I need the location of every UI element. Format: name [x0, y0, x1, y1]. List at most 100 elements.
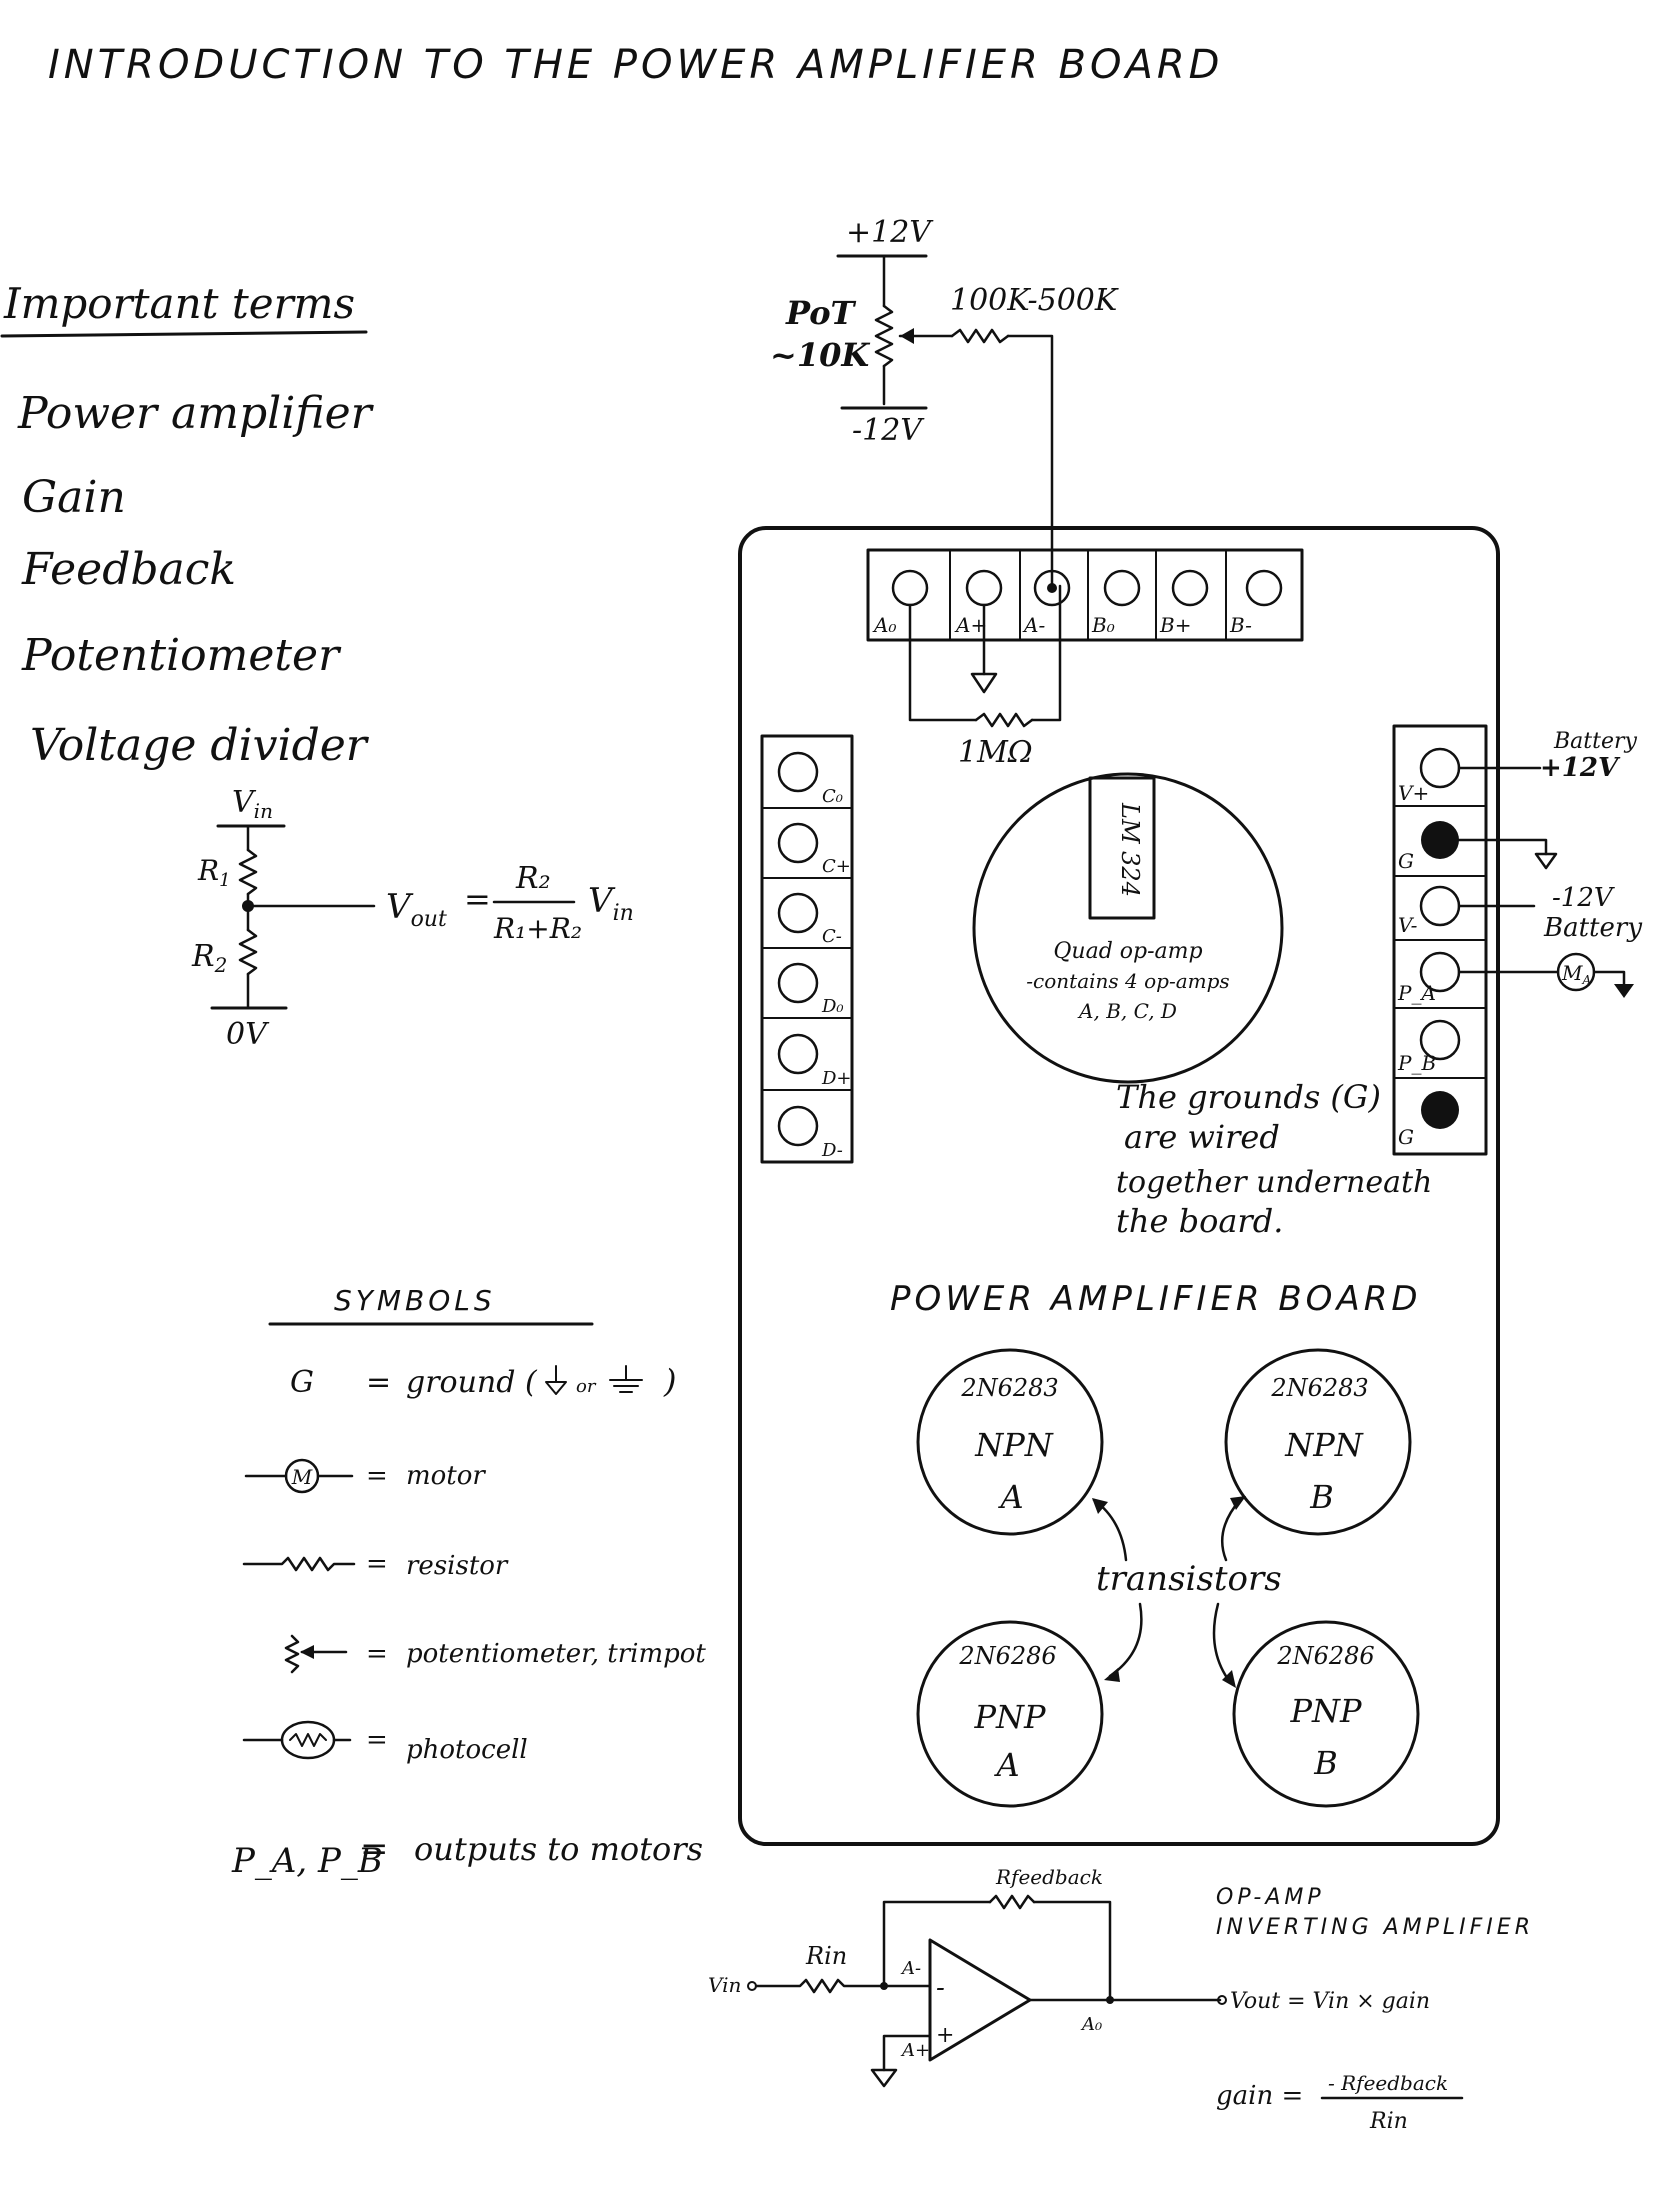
gain-numerator: - Rfeedback — [1328, 2071, 1448, 2095]
arrow-to-npn-a-head — [1092, 1498, 1108, 1514]
divider-r2-resistor — [238, 928, 258, 976]
terminal-c-plus[interactable] — [777, 822, 819, 864]
transistor-pnp-a-part: 2N6286 — [958, 1642, 1056, 1670]
terminal-b-plus[interactable] — [1171, 569, 1209, 607]
transistors-label: transistors — [1096, 1559, 1282, 1599]
pot-series-resistor — [950, 328, 1010, 344]
motor-wire-right — [1592, 970, 1626, 986]
symbol-photocell-desc: photocell — [406, 1735, 528, 1765]
transistor-npn-b-part: 2N6283 — [1270, 1374, 1368, 1402]
divider-vin-label: Vin — [232, 785, 273, 823]
terminal-pb[interactable] — [1419, 1019, 1461, 1061]
transistor-pnp-a-type: PNP — [973, 1698, 1046, 1736]
pot-name: PoT — [785, 294, 857, 332]
terms-heading-underline — [0, 330, 368, 338]
opamp-feedback-wire-right — [1032, 1900, 1112, 2002]
terminal-v-minus[interactable] — [1419, 885, 1461, 927]
transistor-npn-a-part: 2N6283 — [960, 1374, 1058, 1402]
divider-formula-equals: = — [464, 880, 491, 918]
label-b-minus: B- — [1229, 613, 1252, 637]
label-ground-1: G — [1398, 849, 1414, 873]
page-title: INTRODUCTION TO THE POWER AMPLIFIER BOAR… — [48, 42, 1223, 88]
symbol-pot-icon — [284, 1634, 300, 1674]
opamp-feedback-wire-left — [882, 1900, 992, 1988]
symbol-pot-desc: potentiometer, trimpot — [406, 1639, 706, 1669]
opamp-vin-label: Vin — [708, 1973, 741, 1997]
label-ground-2: G — [1398, 1125, 1414, 1149]
term-feedback: Feedback — [21, 544, 236, 595]
terminal-d-plus[interactable] — [777, 1033, 819, 1075]
left-terminal-block: C₀ C+ C- D₀ D+ D- — [760, 734, 854, 1164]
a-plus-ground-icon — [970, 672, 998, 694]
terminal-ground-2[interactable] — [1421, 1091, 1459, 1129]
label-d-plus: D+ — [821, 1068, 852, 1089]
pot-circuit: +12V -12V PoT ~10K 100K-500K — [770, 215, 1119, 588]
terminal-a-minus[interactable] — [1033, 569, 1071, 607]
terminal-d-minus[interactable] — [777, 1105, 819, 1147]
terminal-b-minus[interactable] — [1245, 569, 1283, 607]
opamp-title-1: OP-AMP — [1216, 1885, 1325, 1910]
arrow-to-npn-b — [1220, 1498, 1242, 1562]
label-pb: P_B — [1397, 1051, 1436, 1075]
symbol-motor-eq: = — [366, 1461, 388, 1491]
arrow-to-npn-b-head — [1230, 1496, 1246, 1510]
label-c-plus: C+ — [822, 856, 851, 877]
opamp-vout-terminal — [1217, 1995, 1227, 2005]
terminal-a0[interactable] — [891, 569, 929, 607]
transistor-pnp-b-letter: B — [1313, 1744, 1338, 1782]
chip-desc-3: A, B, C, D — [1077, 999, 1177, 1023]
chip-name: LM 324 — [1116, 802, 1144, 897]
ground-paren-close: ) — [663, 1362, 676, 1400]
gain-denominator: Rin — [1369, 2109, 1408, 2134]
chip-circle — [972, 772, 1284, 1084]
label-c-minus: C- — [822, 926, 842, 947]
transistor-pnp-a-letter: A — [993, 1746, 1019, 1784]
terminal-ground-1[interactable] — [1421, 821, 1459, 859]
terminal-b0[interactable] — [1103, 569, 1141, 607]
label-v-minus: V- — [1398, 913, 1418, 937]
pot-series-resistor-label: 100K-500K — [950, 283, 1119, 318]
voltage-divider-diagram: Vin R1 R2 0V Vout = R₂ R₁+R₂ Vin — [191, 785, 634, 1052]
opamp-rin-resistor — [754, 1978, 886, 1994]
top-terminal-block: A₀ A+ A- B₀ B+ B- 1MΩ — [866, 548, 1304, 770]
transistor-pnp-b-type: PNP — [1289, 1692, 1362, 1730]
label-b0: B₀ — [1091, 613, 1115, 637]
pot-plus-label: +12V — [846, 215, 934, 250]
symbol-photocell-resistor — [289, 1733, 327, 1747]
terminal-c0[interactable] — [777, 751, 819, 793]
opamp-rfeedback-resistor — [988, 1894, 1036, 1910]
opamp-ground-icon — [870, 2068, 898, 2088]
divider-r1-resistor — [238, 848, 258, 896]
pot-wire-to-board — [1006, 334, 1054, 588]
opamp-aminus-label: A- — [900, 1958, 921, 1979]
arrow-to-pnp-b-head — [1222, 1670, 1236, 1688]
pot-connection-dot — [1047, 583, 1057, 593]
opamp-plus-sign: + — [936, 2023, 954, 2048]
transistor-npn-b — [1224, 1348, 1412, 1536]
symbol-outputs-eq: = — [360, 1829, 389, 1869]
right-terminal-block: V+ G V- P_A P_B G Battery +12V -12V Batt… — [1392, 724, 1642, 1156]
pot-wiper-arrowhead — [900, 328, 914, 344]
symbol-resistor-eq: = — [366, 1549, 388, 1579]
label-a-minus: A- — [1022, 613, 1045, 637]
feedback-wire-left — [908, 603, 978, 722]
terminal-c-minus[interactable] — [777, 892, 819, 934]
term-gain: Gain — [22, 472, 126, 523]
feedback-resistor-label: 1MΩ — [958, 735, 1033, 770]
battery-minus-label: Battery — [1543, 913, 1642, 943]
inverting-amplifier-diagram: OP-AMP INVERTING AMPLIFIER Vin Rin Rfeed… — [708, 1865, 1530, 2134]
terms-heading: Important terms — [3, 279, 355, 328]
pot-value: ~10K — [770, 336, 870, 374]
ground-or: or — [576, 1376, 597, 1397]
divider-formula-denominator: R₁+R₂ — [493, 912, 582, 945]
opamp-rin-label: Rin — [805, 1942, 847, 1970]
divider-r2-label: R2 — [191, 939, 227, 977]
symbol-resistor-desc: resistor — [406, 1551, 509, 1581]
board-outline — [738, 526, 1500, 1846]
symbol-photocell-eq: = — [366, 1725, 388, 1755]
opamp-aplus-label: A+ — [900, 2040, 930, 2061]
terminal-a-plus[interactable] — [965, 569, 1003, 607]
label-a-plus: A+ — [954, 613, 987, 637]
terminal-d0[interactable] — [777, 962, 819, 1004]
